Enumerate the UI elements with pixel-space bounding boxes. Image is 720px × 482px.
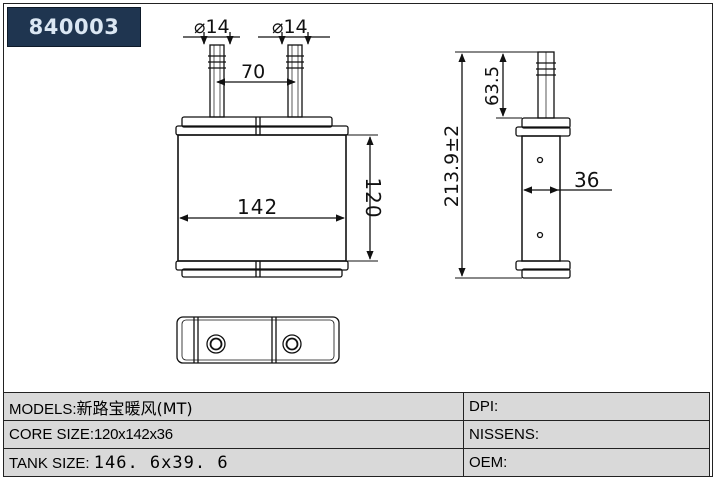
nissens-label: NISSENS: — [469, 426, 540, 443]
oem-cell: OEM: — [463, 448, 710, 477]
overall-height-label: 213.9±2 — [441, 125, 463, 207]
core-height-label: 120 — [361, 177, 385, 218]
dpi-cell: DPI: — [463, 392, 710, 421]
side-pipe — [536, 51, 556, 119]
top-view — [176, 316, 340, 364]
dpi-label: DPI: — [469, 398, 499, 415]
top-tank — [175, 116, 349, 136]
tank-size-label: TANK SIZE: — [9, 454, 90, 472]
side-mount-hole-bottom — [536, 231, 544, 239]
side-bottom-tank — [515, 260, 571, 279]
core-depth-label: 36 — [574, 168, 599, 192]
tank-size-cell: TANK SIZE: 146. 6x39. 6 — [3, 448, 464, 477]
inlet-pipe — [208, 44, 226, 118]
pipe-height-label: 63.5 — [482, 66, 503, 106]
side-view — [455, 51, 612, 279]
spec-row-core-size: CORE SIZE:120x142x36 NISSENS: — [3, 420, 710, 449]
spec-row-models: MODELS:新路宝暖风(MT) DPI: — [3, 392, 710, 421]
core-size-label: CORE SIZE: — [9, 426, 95, 443]
top-view-inlet-port — [206, 334, 226, 354]
oem-label: OEM: — [469, 454, 508, 471]
outlet-pipe — [286, 44, 304, 118]
front-view — [175, 32, 378, 278]
models-value: 新路宝暖风(MT) — [76, 398, 193, 418]
part-number: 840003 — [28, 15, 120, 39]
core-size-value: 120x142x36 — [94, 426, 173, 443]
core-size-cell: CORE SIZE:120x142x36 — [3, 420, 464, 449]
nissens-cell: NISSENS: — [463, 420, 710, 449]
models-label: MODELS: — [9, 400, 77, 418]
spec-table: MODELS:新路宝暖风(MT) DPI: CORE SIZE:120x142x… — [3, 392, 710, 477]
side-core — [521, 135, 561, 262]
side-top-tank — [515, 117, 571, 137]
spec-row-tank-size: TANK SIZE: 146. 6x39. 6 OEM: — [3, 448, 710, 477]
bottom-tank — [175, 260, 349, 278]
pipe-diameter-right-label: ⌀14 — [272, 16, 308, 38]
technical-drawing: ⌀14 ⌀14 70 142 120 — [175, 16, 612, 364]
part-number-badge: 840003 — [7, 7, 141, 47]
top-view-outline — [176, 316, 340, 364]
models-cell: MODELS:新路宝暖风(MT) — [3, 392, 464, 421]
side-mount-hole-top — [536, 156, 544, 164]
tank-size-value: 146. 6x39. 6 — [93, 452, 229, 473]
top-view-outlet-port — [282, 334, 302, 354]
core-width-label: 142 — [237, 195, 278, 219]
pipe-spacing-label: 70 — [241, 61, 265, 83]
pipe-diameter-left-label: ⌀14 — [194, 16, 230, 38]
